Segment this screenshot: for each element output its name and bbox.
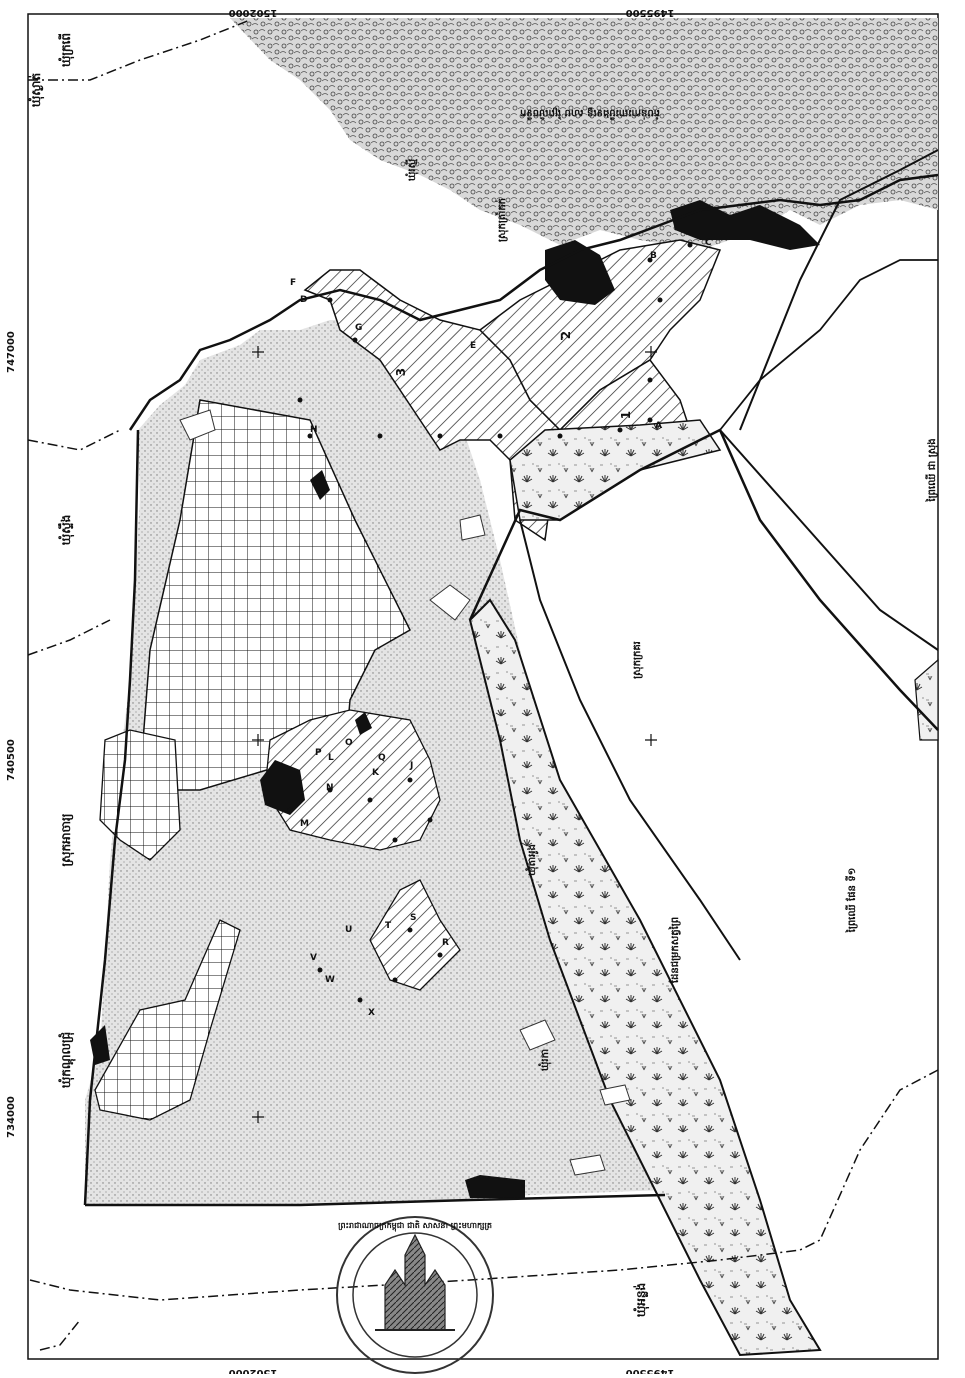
- point-v: V: [310, 953, 317, 963]
- zone-number-3: 3: [394, 368, 408, 376]
- grid-zone-top: [99, 729, 181, 861]
- small-patch-4: [599, 1084, 631, 1106]
- boundary-commune: [519, 519, 741, 961]
- admin-boundary-top: [28, 19, 251, 81]
- admin-boundary-left-2: [27, 619, 111, 656]
- point-q: Q: [378, 753, 386, 763]
- flooded-forest-zone: [230, 18, 938, 250]
- point-m: M: [300, 819, 309, 829]
- water-body-2: [670, 200, 820, 250]
- admin-boundary-left: [27, 429, 121, 451]
- water-body-6: [310, 470, 330, 500]
- hatched-zone-lower: [369, 879, 461, 991]
- label-anlong: ឃុំអន្លង់: [633, 1283, 650, 1317]
- point-r: R: [442, 938, 449, 948]
- label-reka: ឃុំរកា: [538, 1049, 552, 1071]
- boundary-lake-edge: [128, 173, 939, 431]
- boundary-study-north: [83, 429, 140, 1206]
- label-sngat: ឃុំស្ងាត់: [28, 72, 45, 107]
- water-body-7: [355, 712, 372, 735]
- grid-crosses: [252, 346, 657, 1123]
- small-patch-3: [519, 1019, 556, 1051]
- coord-top-right: 1495500: [626, 7, 675, 18]
- point-e: E: [470, 341, 476, 351]
- zone-number-2: 2: [559, 331, 573, 339]
- point-b: B: [650, 251, 657, 261]
- coord-left-1: 734000: [6, 1096, 17, 1138]
- point-s: S: [410, 913, 416, 923]
- label-steung: ឃុំស្ទឹង: [58, 515, 75, 545]
- small-patch-5: [429, 584, 471, 621]
- label-district-3: ស្រុកក្រគរ: [632, 641, 644, 679]
- sanctuary-patch-top: [509, 419, 722, 521]
- wildlife-sanctuary-strip: [468, 598, 822, 1357]
- water-body-3: [260, 760, 305, 815]
- point-k: K: [372, 768, 380, 778]
- boundary-study-west: [85, 1193, 666, 1207]
- point-d: D: [300, 295, 307, 305]
- coord-top-left: 1502000: [229, 7, 278, 18]
- label-protected-area: តំបន់ការពារបឹងទន្លេ សាប ព្រៃលិចទឹក: [520, 107, 660, 120]
- admin-boundary-bottom: [29, 1069, 939, 1301]
- survey-point-dots: [287, 242, 693, 1003]
- label-district-1: ស្រុកអាចារ្យ: [59, 813, 75, 866]
- coord-left-2: 740500: [6, 739, 17, 781]
- label-ta-oung: ឃុំតាអូង: [525, 844, 539, 876]
- boundary-east: [719, 259, 938, 431]
- point-w: W: [325, 975, 335, 985]
- label-reaksmei: ឃុំរស្មី: [405, 158, 419, 181]
- label-district-2: ស្រុកត្រាំកក់: [495, 198, 509, 242]
- coord-bottom-left: 1502000: [229, 1367, 278, 1374]
- point-l: L: [328, 753, 334, 763]
- small-patch-1: [459, 514, 486, 541]
- sanctuary-patch-right: [914, 658, 939, 741]
- seal-text: ព្រះរាជាណាចក្រកម្ពុជា ជាតិ សាសនា ព្រះមហា…: [338, 1220, 492, 1232]
- point-j: J: [409, 761, 413, 771]
- point-t: T: [385, 921, 392, 931]
- point-a: A: [655, 421, 662, 431]
- boundary-right-vertical: [739, 149, 939, 431]
- label-forest-2: ព្រៃឈើ ជា ស្រុង: [925, 438, 939, 502]
- admin-boundary-bottom-2: [39, 1319, 81, 1351]
- label-kandoul-chrum: ឃុំកណ្ដុលជ្រុំ: [58, 1032, 76, 1088]
- hatched-zone-3: [303, 269, 561, 542]
- point-i: I: [560, 333, 563, 343]
- water-body-1: [545, 240, 615, 305]
- point-f: F: [290, 278, 296, 288]
- point-c: C: [705, 238, 712, 248]
- boundary-diagonal-2: [719, 429, 939, 651]
- coord-left-3: 747000: [6, 331, 17, 373]
- label-krapeu: ឃុំក្រពើ: [58, 33, 75, 67]
- coord-bottom-right: 1495500: [626, 1367, 675, 1374]
- point-p: P: [315, 748, 322, 758]
- zone-number-1: 1: [619, 411, 633, 419]
- label-forest-1: ព្រៃឈើ ផែន ទី១: [845, 868, 858, 934]
- point-u: U: [345, 925, 352, 935]
- water-body-4: [465, 1175, 525, 1198]
- label-wildlife-sanctuary: ដែនជម្រកសត្វព្រៃ: [668, 917, 681, 984]
- small-patch-6: [179, 409, 216, 441]
- small-patch-2: [569, 1154, 606, 1176]
- point-h: H: [310, 425, 318, 435]
- official-seal: ព្រះរាជាណាចក្រកម្ពុជា ជាតិ សាសនា ព្រះមហា…: [336, 1216, 494, 1374]
- grid-zone-small: [94, 919, 241, 1121]
- point-o: O: [345, 738, 353, 748]
- point-g: G: [355, 323, 362, 333]
- point-x: X: [368, 1008, 375, 1018]
